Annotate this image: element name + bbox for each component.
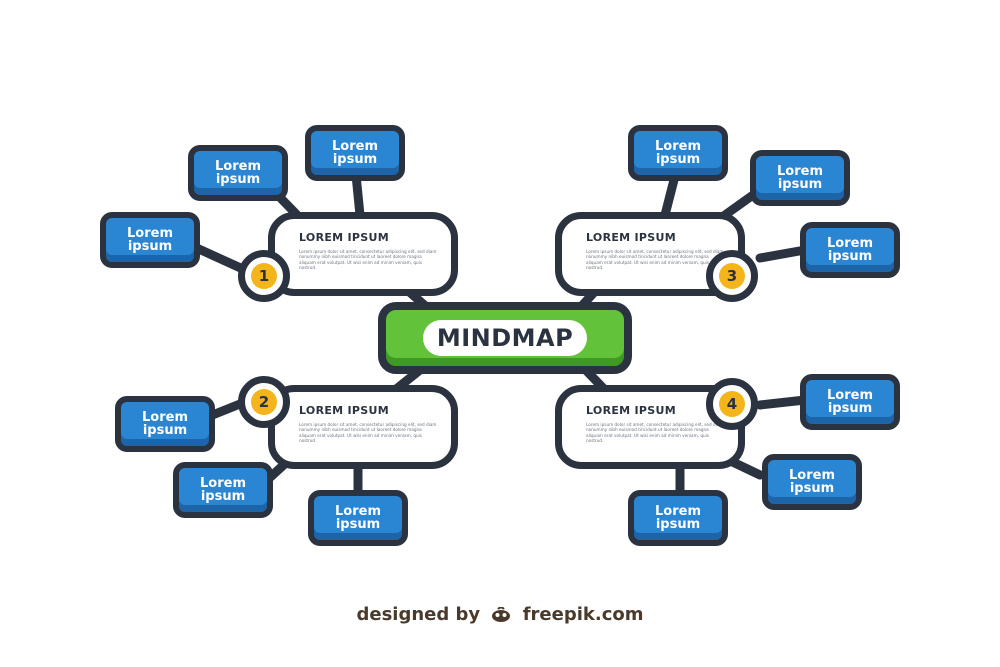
credit-prefix: designed by (356, 604, 481, 625)
center-node: MINDMAP (378, 302, 632, 374)
badge-1: 1 (238, 250, 290, 302)
info-box-body: Lorem ipsum dolor sit amet, consectetur … (299, 249, 437, 271)
badge-number: 3 (719, 263, 745, 289)
badge-number: 2 (251, 389, 277, 415)
connector-4-a (755, 395, 810, 410)
info-box-title: LOREM IPSUM (586, 404, 676, 417)
info-box-2: LOREM IPSUM Lorem ipsum dolor sit amet, … (268, 385, 458, 469)
credit-line: designed by freepik.com (0, 604, 1000, 625)
connector-3-c (755, 245, 810, 263)
badge-3: 3 (706, 250, 758, 302)
info-box-1: LOREM IPSUM Lorem ipsum dolor sit amet, … (268, 212, 458, 296)
info-box-body: Lorem ipsum dolor sit amet, consectetur … (586, 249, 724, 271)
freepik-logo-icon (492, 607, 511, 622)
badge-2: 2 (238, 376, 290, 428)
badge-number: 4 (719, 391, 745, 417)
info-box-4: LOREM IPSUM Lorem ipsum dolor sit amet, … (555, 385, 745, 469)
info-box-title: LOREM IPSUM (586, 231, 676, 244)
center-label: MINDMAP (422, 320, 588, 356)
info-box-title: LOREM IPSUM (299, 404, 389, 417)
info-box-body: Lorem ipsum dolor sit amet, consectetur … (299, 422, 437, 444)
info-box-body: Lorem ipsum dolor sit amet, consectetur … (586, 422, 724, 444)
badge-number: 1 (251, 263, 277, 289)
info-box-title: LOREM IPSUM (299, 231, 389, 244)
credit-brand: freepik.com (522, 604, 644, 625)
badge-4: 4 (706, 378, 758, 430)
